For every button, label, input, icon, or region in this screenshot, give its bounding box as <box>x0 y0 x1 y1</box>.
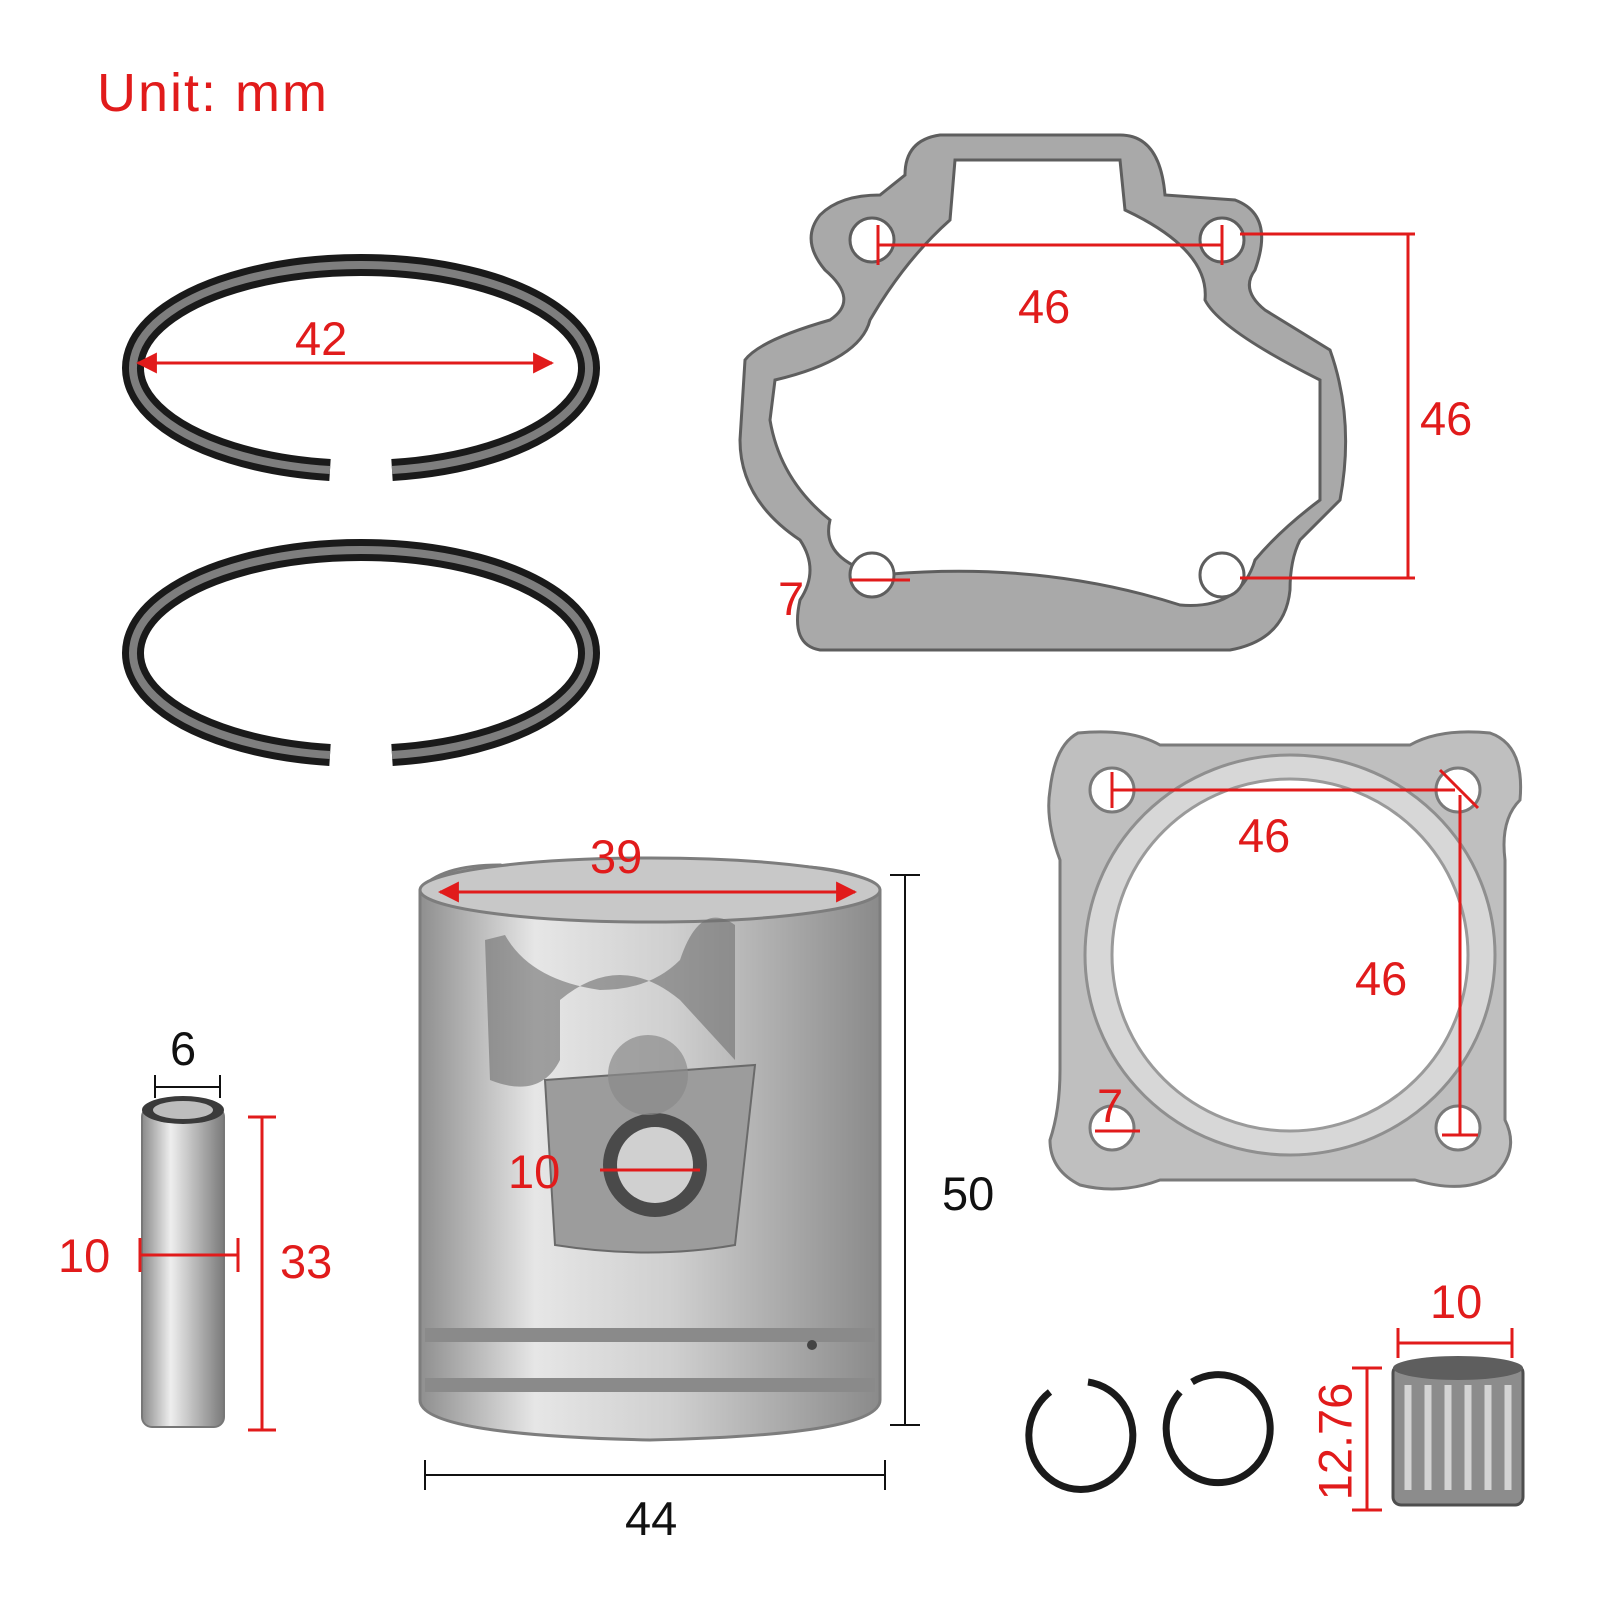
circlip-right <box>1162 1371 1274 1487</box>
head-gasket-dimension-lines <box>1095 768 1480 1137</box>
needle-bearing <box>1391 1356 1525 1507</box>
base-gasket-span-label: 46 <box>1018 280 1071 333</box>
piston-dimension-lines <box>437 881 858 1172</box>
head-gasket-hole-label: 7 <box>1097 1079 1124 1132</box>
bearing-dimension-lines <box>1352 1328 1514 1512</box>
piston-ring-top <box>122 253 600 481</box>
ring-diameter-label: 42 <box>295 312 348 365</box>
circlip-left <box>1025 1378 1137 1493</box>
bearing-length-label: 12.76 <box>1308 1382 1362 1501</box>
pin-outer-diameter-label: 10 <box>58 1229 111 1282</box>
piston-height-label: 50 <box>942 1167 995 1220</box>
piston-pin-bore-label: 10 <box>508 1145 561 1198</box>
base-gasket-hole-label: 7 <box>778 572 805 625</box>
pin-dimension-lines <box>138 1075 276 1432</box>
pin-inner-diameter-label: 6 <box>170 1022 197 1075</box>
base-gasket-span-vertical-label: 46 <box>1420 392 1473 445</box>
piston-ring-bottom <box>122 538 600 766</box>
pin-length-label: 33 <box>280 1235 333 1288</box>
piston-diameter-label: 44 <box>625 1492 678 1545</box>
head-gasket-span-vertical-label: 46 <box>1355 952 1408 1005</box>
unit-label: Unit: mm <box>97 63 329 123</box>
base-gasket <box>738 133 1348 652</box>
piston-pin <box>141 1096 225 1428</box>
piston <box>418 856 882 1442</box>
base-gasket-dimension-lines <box>850 225 1415 582</box>
piston-black-dimension-lines <box>424 874 920 1490</box>
piston-top-width-label: 39 <box>590 830 643 883</box>
head-gasket-span-label: 46 <box>1238 809 1291 862</box>
bearing-width-label: 10 <box>1430 1275 1483 1328</box>
